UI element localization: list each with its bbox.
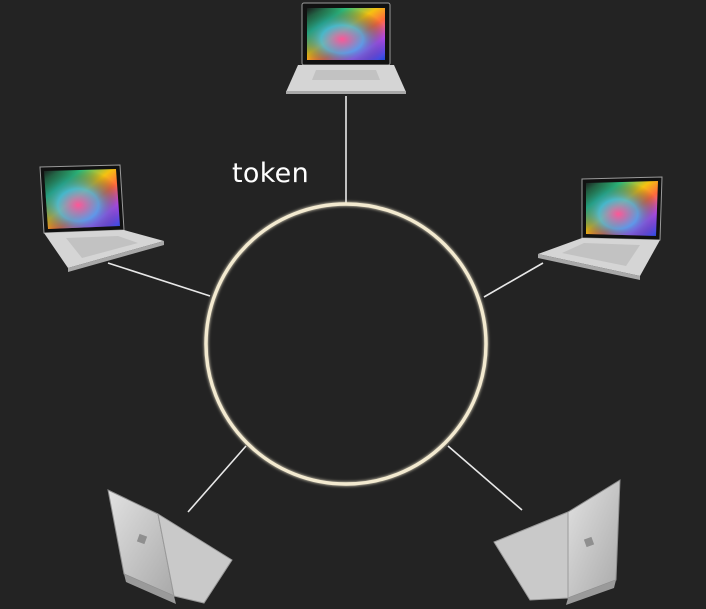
laptop-angled-right-icon [538, 176, 663, 280]
laptop-back-right-icon [493, 479, 621, 605]
token-ring [204, 202, 488, 486]
link-upper-left [107, 262, 211, 297]
token-label: token [232, 158, 310, 189]
laptop-angled-left-icon [39, 164, 164, 272]
link-upper-right [483, 262, 544, 298]
laptop-back-left-icon [107, 489, 233, 604]
laptop-front-icon [286, 2, 406, 94]
link-lower-right [447, 445, 523, 511]
link-lower-left [187, 445, 247, 513]
